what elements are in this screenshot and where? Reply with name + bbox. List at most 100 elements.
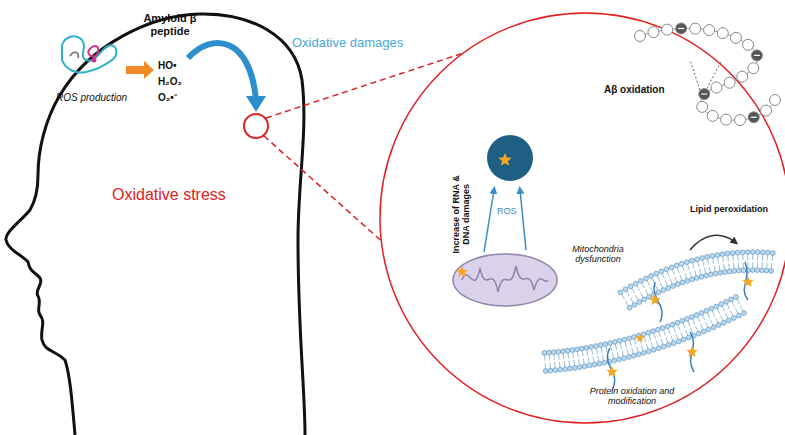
lipid-head bbox=[656, 346, 661, 351]
lipid-tail bbox=[647, 280, 650, 285]
lipid-tail bbox=[732, 301, 735, 306]
lipid-tail bbox=[627, 349, 629, 355]
lipid-head bbox=[558, 367, 563, 372]
lipid-head bbox=[612, 340, 617, 345]
lipid-head bbox=[543, 369, 548, 374]
lipid-tail bbox=[752, 254, 753, 260]
lipid-tail bbox=[651, 342, 653, 348]
lipid-head bbox=[736, 268, 741, 273]
lipid-tail bbox=[588, 358, 589, 364]
lipid-head bbox=[597, 361, 602, 366]
lipid-tail bbox=[701, 324, 703, 330]
lipid-tail bbox=[766, 263, 767, 269]
lipid-head bbox=[770, 251, 775, 256]
lipid-tail bbox=[634, 339, 636, 345]
lipid-head bbox=[542, 351, 547, 356]
lipid-tail bbox=[637, 285, 640, 290]
lipid-head bbox=[656, 290, 661, 295]
lipid-tail bbox=[665, 281, 667, 287]
lipid-tail bbox=[656, 341, 658, 347]
lipid-head bbox=[711, 325, 716, 330]
lipid-tail bbox=[725, 313, 728, 318]
lipid-tail bbox=[662, 273, 664, 279]
lipid-tail bbox=[700, 269, 702, 275]
lipid-tail bbox=[568, 361, 570, 367]
lipid-head bbox=[603, 342, 608, 347]
lipid-head bbox=[584, 345, 589, 350]
lipid-head bbox=[637, 300, 642, 305]
residue bbox=[717, 28, 728, 39]
lipid-tail bbox=[652, 278, 655, 283]
lipid-tail bbox=[646, 344, 648, 350]
lipid-head bbox=[713, 271, 718, 276]
lipid-head bbox=[669, 265, 674, 270]
lipid-head bbox=[666, 343, 671, 348]
lipid-tail bbox=[545, 363, 546, 369]
label: Mitochondria dysfunction bbox=[562, 244, 634, 265]
lipid-head bbox=[570, 348, 575, 353]
lipid-head bbox=[660, 326, 665, 331]
lipid-tail bbox=[654, 333, 656, 339]
lipid-tail bbox=[675, 277, 677, 283]
lipid-head bbox=[671, 284, 676, 289]
lipid-head bbox=[696, 331, 701, 336]
lipid-head bbox=[568, 366, 573, 371]
residue-mark bbox=[754, 55, 760, 56]
lipid-head bbox=[594, 344, 599, 349]
lipid-head bbox=[577, 365, 582, 370]
lipid-tail bbox=[642, 283, 645, 288]
lipid-tail bbox=[567, 353, 569, 359]
lipid-head bbox=[666, 286, 671, 291]
lipid-tail bbox=[671, 336, 673, 342]
lipid-tail bbox=[673, 326, 675, 332]
lipid-tail bbox=[704, 268, 705, 274]
label: Amyloid β peptide bbox=[135, 12, 205, 37]
label: Protein oxidation and modification bbox=[572, 386, 692, 407]
lipid-tail bbox=[598, 356, 599, 362]
lipid-head bbox=[646, 330, 651, 335]
lipid-tail bbox=[630, 298, 633, 303]
lipid-head bbox=[598, 343, 603, 348]
lipid-tail bbox=[670, 279, 672, 285]
lipid-tail bbox=[732, 255, 734, 261]
residue bbox=[721, 114, 732, 125]
lipid-tail bbox=[728, 263, 730, 269]
residue bbox=[761, 105, 772, 116]
zoom-spot bbox=[244, 114, 268, 138]
lipid-head bbox=[587, 363, 592, 368]
lipid-head bbox=[710, 253, 715, 258]
lipid-head bbox=[641, 350, 646, 355]
lipid-tail bbox=[626, 291, 629, 296]
lipid-tail bbox=[707, 313, 709, 318]
residue bbox=[735, 115, 746, 126]
lipid-tail bbox=[563, 353, 565, 359]
lipid-tail bbox=[635, 295, 638, 300]
lipid-tail bbox=[718, 265, 720, 271]
lipid-tail bbox=[659, 331, 661, 337]
lipid-head bbox=[627, 336, 632, 341]
lipid-head bbox=[661, 344, 666, 349]
damage-star bbox=[686, 346, 697, 357]
lipid-tail bbox=[678, 325, 680, 331]
oxidized-residue bbox=[676, 23, 687, 34]
lipid-head bbox=[699, 311, 704, 316]
mitochondrion bbox=[453, 254, 557, 306]
residue bbox=[662, 24, 673, 35]
lipid-head bbox=[671, 341, 676, 346]
lipid-head bbox=[694, 276, 699, 281]
lipid-tail bbox=[693, 319, 695, 325]
lipid-tail bbox=[650, 287, 653, 292]
lipid-tail bbox=[554, 362, 556, 368]
lipid-tail bbox=[549, 355, 551, 361]
lipid-head bbox=[642, 297, 647, 302]
lipid-head bbox=[628, 284, 633, 289]
lipid-head bbox=[641, 332, 646, 337]
lipid-tail bbox=[661, 339, 663, 345]
lipid-head bbox=[709, 272, 714, 277]
lipid-head bbox=[651, 329, 656, 334]
lipid-head bbox=[632, 302, 637, 307]
lipid-head bbox=[575, 347, 580, 352]
blue-arrowhead bbox=[246, 96, 266, 112]
lipid-tail bbox=[655, 285, 658, 290]
